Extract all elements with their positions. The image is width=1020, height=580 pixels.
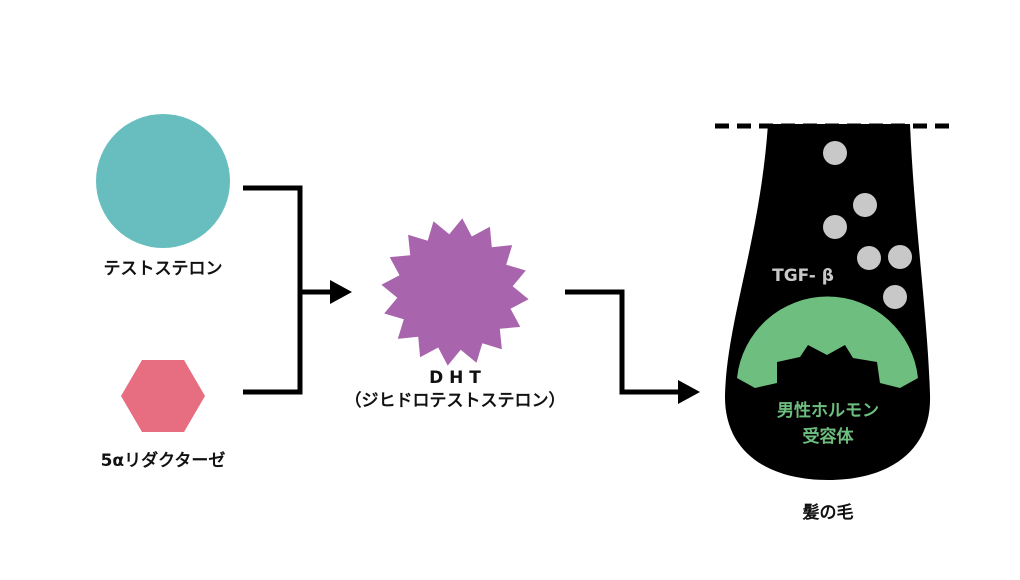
tgf-dot xyxy=(883,285,907,309)
merge-connector xyxy=(243,185,334,395)
receptor-label-line1: 男性ホルモン xyxy=(777,400,879,421)
tgf-beta-molecules xyxy=(823,141,912,309)
arrow-head-icon xyxy=(330,280,352,304)
follicle-connector xyxy=(565,289,682,395)
reductase-hexagon xyxy=(121,360,205,432)
tgf-dot xyxy=(853,193,877,217)
tgf-dot xyxy=(888,245,912,269)
tgf-dot xyxy=(823,215,847,239)
hair-label: 髪の毛 xyxy=(802,502,854,523)
dht-full-label: （ジヒドロテストステロン） xyxy=(345,390,566,411)
androgen-receptor xyxy=(737,296,918,388)
testosterone-circle xyxy=(96,114,230,248)
tgf-beta-label: TGF- β xyxy=(772,266,834,286)
tgf-dot xyxy=(823,141,847,165)
tgf-dot xyxy=(857,246,881,270)
arrow-head-icon xyxy=(678,380,700,404)
dht-label: D H T xyxy=(429,368,481,388)
dht-star xyxy=(381,218,529,366)
receptor-label-line2: 受容体 xyxy=(803,426,855,447)
reductase-label: 5αリダクターゼ xyxy=(101,450,226,471)
testosterone-label: テストステロン xyxy=(104,259,223,279)
